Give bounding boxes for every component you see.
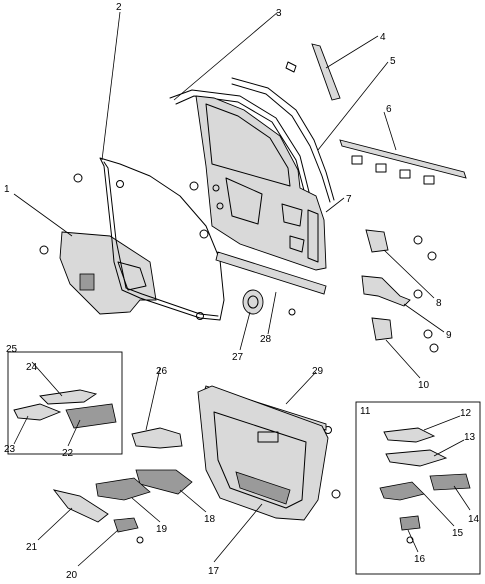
callout-24: 24 xyxy=(26,362,38,373)
part-27-speaker xyxy=(242,289,264,315)
group-box-25 xyxy=(7,351,123,455)
part-7-door-shell xyxy=(195,95,327,271)
callout-27: 27 xyxy=(232,352,244,363)
part-20-switch xyxy=(113,517,144,544)
callout-26: 26 xyxy=(156,366,168,377)
part-10-lower-hinge xyxy=(371,317,439,353)
part-16-switch-c xyxy=(399,515,421,544)
part-22-handle-bracket xyxy=(65,403,117,429)
callout-13: 13 xyxy=(464,432,476,443)
part-18-switch-panel xyxy=(135,469,193,495)
callout-17: 17 xyxy=(208,566,220,577)
part-8-upper-hinge xyxy=(365,229,437,261)
part-14-switch-panel-b xyxy=(429,473,471,491)
callout-20: 20 xyxy=(66,570,78,581)
callout-5: 5 xyxy=(390,56,396,67)
callout-1: 1 xyxy=(4,184,10,195)
part-17-door-trim-panel xyxy=(197,385,329,521)
part-26-pull-pocket xyxy=(131,427,183,449)
part-6-outer-belt-molding xyxy=(339,139,467,185)
callout-25: 25 xyxy=(6,344,18,355)
part-21-armrest-trim xyxy=(52,489,109,523)
callout-29: 29 xyxy=(312,366,324,377)
part-9-door-checker xyxy=(361,275,423,307)
callout-2: 2 xyxy=(116,2,122,13)
callout-23: 23 xyxy=(4,444,16,455)
callout-12: 12 xyxy=(460,408,472,419)
callout-11: 11 xyxy=(360,406,371,417)
callout-21: 21 xyxy=(26,542,38,553)
callout-4: 4 xyxy=(380,32,386,43)
callout-28: 28 xyxy=(260,334,272,345)
callout-16: 16 xyxy=(414,554,426,565)
callout-9: 9 xyxy=(446,330,452,341)
callout-7: 7 xyxy=(346,194,352,205)
callout-22: 22 xyxy=(62,448,74,459)
leader-lines xyxy=(13,11,471,567)
part-28-inner-belt-strip xyxy=(215,251,327,295)
part-23-handle-bezel xyxy=(13,403,62,421)
callout-6: 6 xyxy=(386,104,392,115)
part-1-water-shield xyxy=(59,231,157,315)
callout-18: 18 xyxy=(204,514,216,525)
group-box-11 xyxy=(355,401,481,575)
part-19-switch-bezel xyxy=(95,477,151,501)
part-4-sash-trim xyxy=(285,43,341,101)
part-12-inner-handle-b xyxy=(383,427,436,443)
part-24-inner-handle xyxy=(39,389,98,405)
callout-14: 14 xyxy=(468,514,480,525)
callout-numbers: 1 2 3 4 5 6 7 8 9 10 11 12 13 14 15 16 1… xyxy=(4,2,480,581)
callout-10: 10 xyxy=(418,380,430,391)
part-5-outer-weatherstrip xyxy=(231,77,335,203)
callout-19: 19 xyxy=(156,524,168,535)
callout-8: 8 xyxy=(436,298,442,309)
part-2-door-weatherstrip xyxy=(99,157,225,321)
part-15-switch-b xyxy=(379,481,425,501)
callout-3: 3 xyxy=(276,8,282,19)
part-13-handle-bezel-b xyxy=(385,449,448,467)
callout-15: 15 xyxy=(452,528,464,539)
